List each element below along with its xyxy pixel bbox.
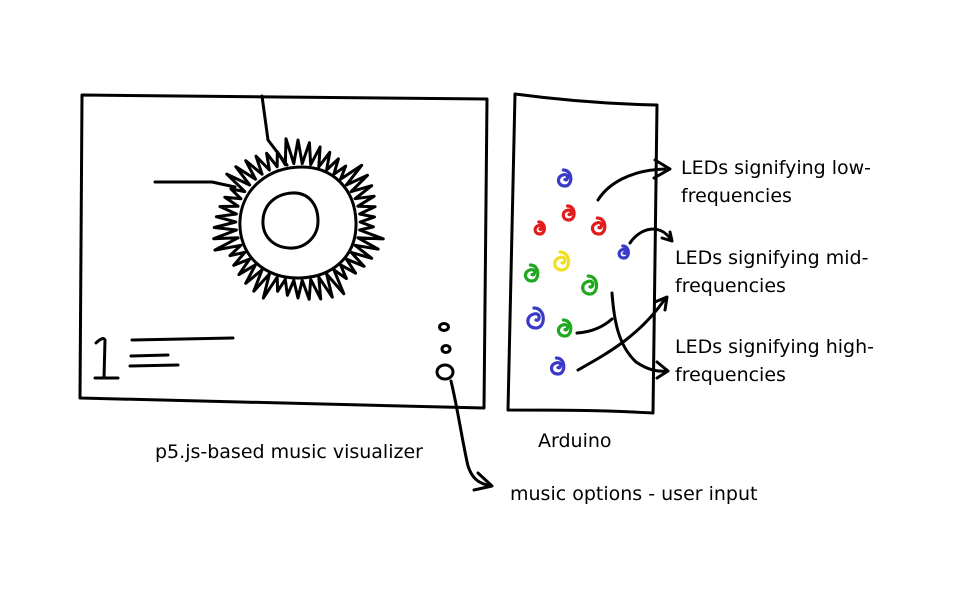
track-line-bottom (128, 363, 180, 368)
led-2 (561, 204, 576, 222)
arduino-label: Arduino (538, 430, 612, 452)
led-4 (590, 216, 607, 236)
visualizer-frame (78, 93, 489, 410)
led-9 (526, 306, 545, 330)
sun-visual (153, 94, 385, 301)
option-large-icon[interactable] (435, 363, 455, 381)
long-spike-left (153, 180, 237, 189)
high-frequency-label: LEDs signifying high- frequencies (675, 336, 875, 386)
music-options-label: music options - user input (510, 483, 758, 505)
led-3 (533, 220, 546, 236)
track-line-top (130, 336, 235, 342)
low-frequency-label: LEDs signifying low- frequencies (681, 157, 872, 207)
arrow-mid-frequencies (628, 227, 674, 245)
led-6 (553, 250, 571, 272)
led-11 (549, 356, 566, 376)
led-1 (556, 168, 573, 188)
inner-ring (261, 191, 320, 250)
led-7 (523, 263, 540, 283)
arrow-high-curve (575, 317, 614, 335)
option-small-icon[interactable] (438, 322, 450, 332)
outer-ring (238, 165, 358, 280)
arrow-high-frequencies (610, 291, 670, 380)
arduino-frame (506, 92, 659, 415)
led-10 (556, 318, 573, 338)
led-group (523, 168, 630, 376)
mid-frequency-label: LEDs signifying mid- frequencies (675, 247, 869, 297)
track-line-mid (129, 353, 170, 358)
music-options-icons[interactable] (435, 322, 455, 381)
arrow-mid-curve (576, 295, 669, 372)
long-spike-top (260, 94, 289, 167)
led-5 (617, 244, 630, 260)
arrow-low-frequencies (596, 158, 672, 202)
frequency-spikes (212, 137, 385, 301)
visualizer-label: p5.js-based music visualizer (155, 441, 423, 463)
track-number-one-icon (93, 337, 120, 380)
led-8 (581, 274, 599, 296)
arrow-music-options (449, 379, 494, 492)
option-medium-icon[interactable] (440, 344, 452, 354)
